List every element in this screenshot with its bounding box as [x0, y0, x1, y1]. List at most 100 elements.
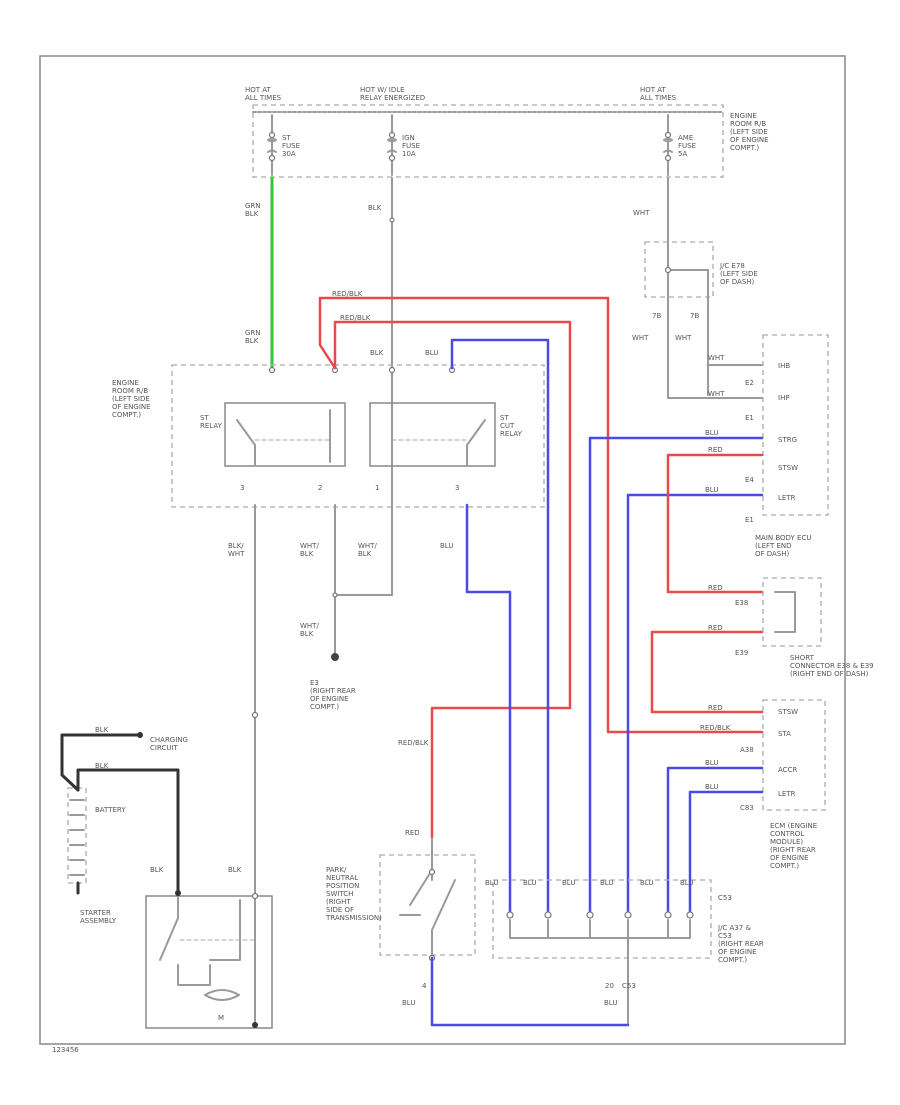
jc-a37-wire-4: BLU	[600, 879, 613, 887]
wire-blu-accr	[666, 766, 764, 914]
fuse-st	[267, 114, 277, 176]
st-cut-relay-box	[369, 402, 496, 467]
wire-blu-strg	[588, 436, 764, 914]
starter-coil	[209, 899, 241, 961]
battery-symbol	[67, 787, 87, 884]
ecm-conn-c83: C83	[740, 804, 754, 812]
jc-a37-wire-6: BLU	[680, 879, 693, 887]
wire-wht-ihb-label: WHT	[708, 354, 725, 362]
wire-blu-cut-label: BLU	[425, 349, 438, 357]
jc-a37-pin: 20	[605, 982, 614, 990]
ecu-pin-ihb: IHB	[778, 362, 790, 370]
starter-feed-node	[251, 711, 259, 719]
relay-top-pin-1	[268, 366, 276, 374]
wire-blu-letr-label: BLU	[705, 486, 718, 494]
pnp-switch-pin-top	[428, 868, 436, 876]
relay-pin-3: 1	[375, 484, 379, 492]
ecu-conn-e1b: E1	[745, 516, 754, 524]
pnp-wire-red-label: RED	[405, 829, 420, 837]
short-conn-e38: E38	[735, 599, 748, 607]
charging-arrow-icon	[137, 732, 143, 738]
fuse-ign	[387, 114, 397, 176]
jc-a37-box	[492, 879, 712, 959]
starter-signal-terminal	[251, 892, 259, 900]
jc-a37-wire-5: BLU	[640, 879, 653, 887]
wire-red-blk-label-2: RED/BLK	[340, 314, 371, 322]
wire-wht-blk-label-2: WHT/BLK	[358, 542, 377, 558]
ecu-conn-e1: E1	[745, 414, 754, 422]
starter-motor-icon	[204, 989, 240, 1001]
wire-red-stsw-ecm	[650, 630, 764, 714]
wire-blu-ecm-letr-label: BLU	[705, 783, 718, 791]
relay-pin-2: 2	[318, 484, 322, 492]
wire-blk-wht-label: BLK/WHT	[228, 542, 245, 558]
pnp-switch-box	[379, 854, 476, 956]
starter-ground	[252, 1022, 258, 1028]
wire-blu-ecm-letr	[688, 790, 764, 914]
jc-a37-wire-2: BLU	[523, 879, 536, 887]
ecm-pin-accr: ACCR	[778, 766, 797, 774]
relay-pin-1: 3	[240, 484, 244, 492]
wire-red-e38-label: RED	[708, 584, 723, 592]
wire-red-blk-pnp	[333, 320, 572, 840]
pnp-switch-contacts	[399, 837, 456, 959]
wire-blk-node	[389, 217, 395, 223]
wire-wht-label: WHT	[633, 209, 650, 217]
relay-block-outline	[171, 364, 545, 508]
ecu-pin-strg: STRG	[778, 436, 797, 444]
short-conn-e39: E39	[735, 649, 748, 657]
jc-a37-bus	[509, 919, 691, 939]
ecu-pin-ihp: IHP	[778, 394, 790, 402]
wire-red-ecm-label: RED	[708, 704, 723, 712]
wire-red-blk-sta	[318, 296, 764, 734]
starter-solenoid	[159, 895, 211, 986]
wire-red-blk-ecm-label: RED/BLK	[700, 724, 731, 732]
diagram-id: 123456	[52, 1046, 79, 1054]
main-body-ecu-box	[762, 334, 829, 516]
pnp-wire-red-blk-label: RED/BLK	[398, 739, 429, 747]
wire-wht-ihp-label: WHT	[708, 390, 725, 398]
wire-wht-blk-label-1: WHT/BLK	[300, 542, 319, 558]
starter-wire-right: BLK	[228, 866, 242, 874]
jc-a37-connector: C53	[718, 894, 732, 902]
wire-blk-relay-label: BLK	[370, 349, 384, 357]
battery-wire-label-1: BLK	[95, 726, 109, 734]
wire-blu-cut-top	[450, 338, 550, 914]
short-connector-box	[762, 577, 822, 647]
starter-motor-label: M	[218, 1014, 224, 1022]
wire-blk-label: BLK	[368, 204, 382, 212]
ecm-conn-a38: A38	[740, 746, 754, 754]
wire-blu-accr-label: BLU	[705, 759, 718, 767]
relay-pins: 3 2 1 3	[240, 484, 459, 492]
starter-wire-left: BLK	[150, 866, 164, 874]
wire-wht-to-ihp	[667, 394, 763, 399]
ecu-pin-letr: LETR	[778, 494, 796, 502]
fuse-ame	[663, 114, 673, 176]
diagram-frame	[39, 55, 846, 1045]
jc-a37-pins	[506, 911, 694, 919]
main-body-ecu-pins: IHB IHP STRG STSW LETR E2 E1 E4 E1	[745, 362, 798, 524]
short-connector-link	[774, 591, 796, 633]
ecm-pin-letr: LETR	[778, 790, 796, 798]
ecu-pin-stsw: STSW	[778, 464, 798, 472]
battery-label: BATTERY	[95, 806, 126, 814]
junction-wire-right: WHT	[675, 334, 692, 342]
junction-e78-box	[644, 241, 714, 298]
jc-a37-wire-3: BLU	[562, 879, 575, 887]
wire-red-e39-label: RED	[708, 624, 723, 632]
jc-a37-wire-bottom: BLU	[604, 999, 617, 1007]
relay-pin-4: 3	[455, 484, 459, 492]
